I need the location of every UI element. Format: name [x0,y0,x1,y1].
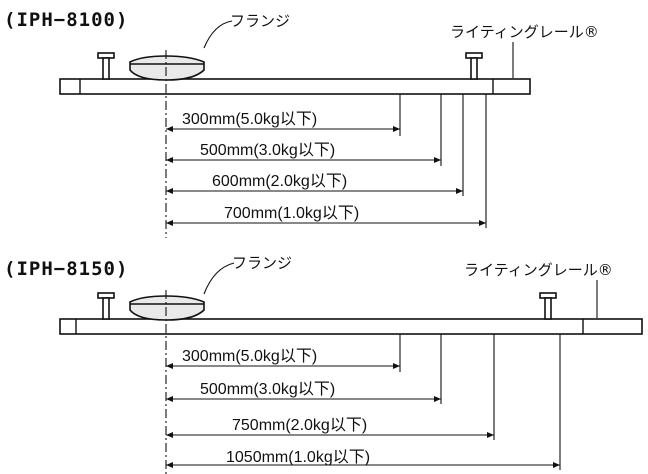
dimension-label: 600mm(2.0kg以下) [212,173,347,190]
dimension-label: 300mm(5.0kg以下) [182,111,317,128]
model-label: (IPH−8150) [4,258,128,280]
rail-label: ライティングレール® [450,23,599,41]
flange-label: フランジ [230,12,290,30]
pipe-bar [59,78,531,95]
model-label: (IPH−8100) [4,9,128,31]
dimension-row: 500mm(3.0kg以下) [166,142,441,163]
dimension-label: 500mm(3.0kg以下) [200,381,335,398]
dimension-label: 500mm(3.0kg以下) [200,142,335,159]
dimension-row: 500mm(3.0kg以下) [166,381,441,402]
flange [129,295,205,321]
flange-leader-line [203,20,233,49]
dimension-row: 1050mm(1.0kg以下) [166,449,560,468]
dimension-row: 300mm(5.0kg以下) [166,348,400,369]
rail-label: ライティングレール® [464,261,613,279]
dimension-row: 750mm(2.0kg以下) [166,417,494,438]
hook-stem-left [102,297,110,320]
dimension-row: 700mm(1.0kg以下) [166,205,486,226]
hook-stem-left [102,57,110,80]
flange-label: フランジ [232,254,292,272]
hook-stem-right [544,297,552,320]
diagram-iph-8150: (IPH−8150) フランジ ライティングレール® 300mm [4,254,643,474]
dimension-row: 300mm(5.0kg以下) [166,111,400,132]
flange-leader-line [203,262,235,295]
dimension-label: 750mm(2.0kg以下) [232,417,367,434]
dimension-label: 700mm(1.0kg以下) [224,205,359,222]
hook-stem-right [470,57,478,80]
flange [129,55,205,81]
pipe-bar [59,318,643,335]
dimension-label: 1050mm(1.0kg以下) [226,449,370,466]
diagram-iph-8100: (IPH−8100) フランジ ライティングレール® 300mm [4,9,599,238]
dimension-row: 600mm(2.0kg以下) [166,173,463,194]
dimension-label: 300mm(5.0kg以下) [182,348,317,365]
